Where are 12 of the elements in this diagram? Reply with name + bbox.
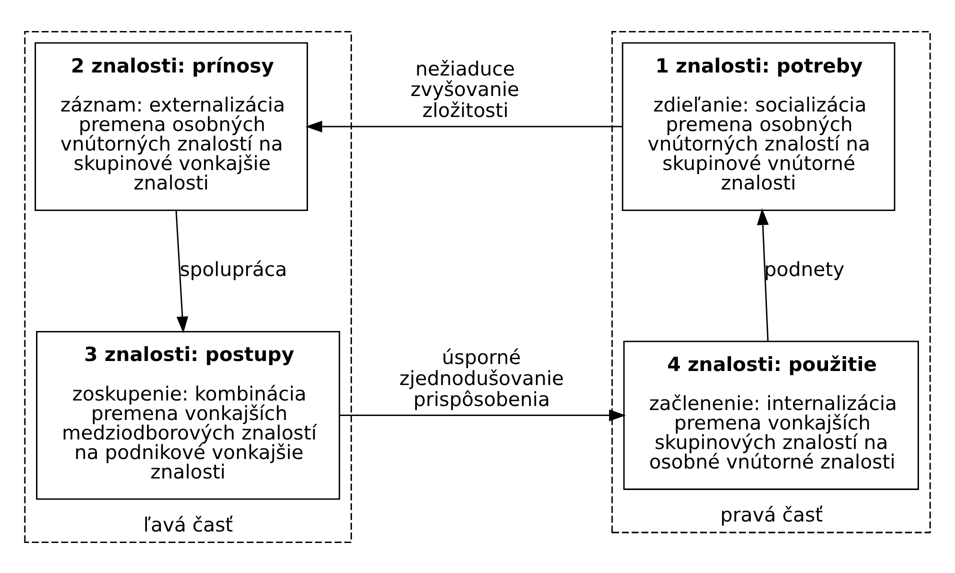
node-box: 4 znalosti: použitie začlenenie: internalizácia premena vonkajších skupinových znalostí na osobné vnútorné znalosti (623, 340, 919, 490)
node-box: 2 znalosti: prínosy záznam: externalizácia premena osobných vnútorných znalostí na skupinové vonkajšie znalosti (34, 42, 308, 210)
edge-label: podnety (764, 258, 844, 281)
arrow (305, 120, 622, 132)
arrow (175, 210, 188, 333)
arrow (340, 408, 626, 421)
arrow (756, 208, 769, 340)
node-box: 3 znalosti: postupy zoskupenie: kombinácia premena vonkajších medziodborových znalostí na podnikové vonkajšie znalosti (36, 330, 340, 500)
edge-label: spolupráca (180, 258, 288, 281)
edge-label: nežiaduce zvyšovanie zložitosti (410, 56, 520, 122)
edge-label: úsporné zjednodušovanie prispôsobenia (399, 345, 564, 410)
node-box: 1 znalosti: potreby zdieľanie: socializácia premena osobných vnútorných znalostí na skupinové vnútorné znalosti (622, 42, 896, 210)
